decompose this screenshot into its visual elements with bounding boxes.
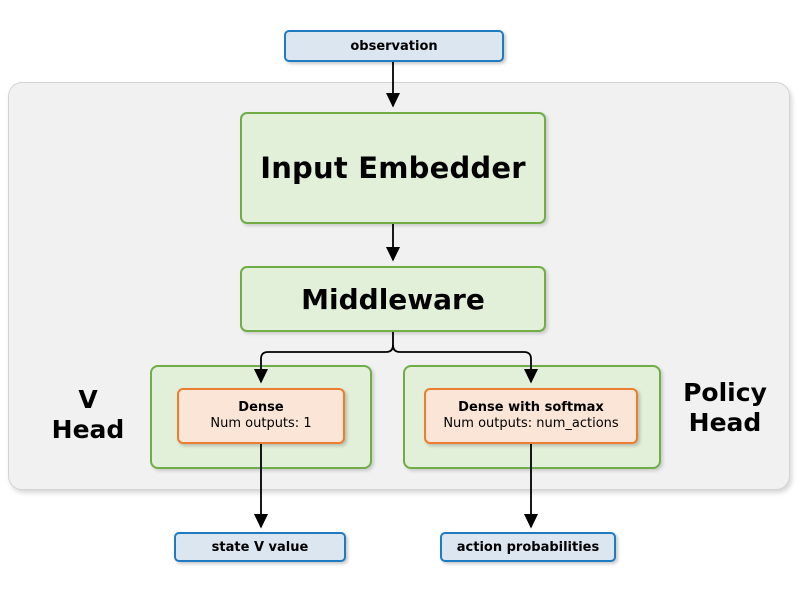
node-dense-with-softmax-subtitle: Num outputs: num_actions — [443, 416, 619, 431]
node-middleware-label: Middleware — [301, 282, 485, 316]
node-dense-subtitle: Num outputs: 1 — [210, 416, 312, 431]
label-policy-head-line2: Head — [688, 408, 762, 437]
node-dense[interactable]: Dense Num outputs: 1 — [177, 388, 345, 444]
node-observation[interactable]: observation — [284, 30, 504, 62]
node-observation-label: observation — [350, 38, 438, 54]
node-dense-with-softmax-title: Dense with softmax — [458, 399, 604, 415]
node-dense-with-softmax[interactable]: Dense with softmax Num outputs: num_acti… — [424, 388, 638, 444]
label-v-head: V Head — [40, 385, 136, 445]
node-state-v-value-label: state V value — [211, 539, 309, 555]
node-dense-title: Dense — [238, 399, 284, 415]
node-action-probabilities-label: action probabilities — [456, 539, 600, 555]
label-v-head-line1: V — [78, 385, 98, 414]
label-policy-head-line1: Policy — [683, 378, 767, 407]
node-middleware[interactable]: Middleware — [240, 266, 546, 332]
node-action-probabilities[interactable]: action probabilities — [440, 532, 616, 562]
node-input-embedder[interactable]: Input Embedder — [240, 112, 546, 224]
label-v-head-line2: Head — [51, 415, 125, 444]
node-input-embedder-label: Input Embedder — [260, 151, 526, 185]
label-policy-head: Policy Head — [666, 378, 784, 438]
node-state-v-value[interactable]: state V value — [174, 532, 346, 562]
